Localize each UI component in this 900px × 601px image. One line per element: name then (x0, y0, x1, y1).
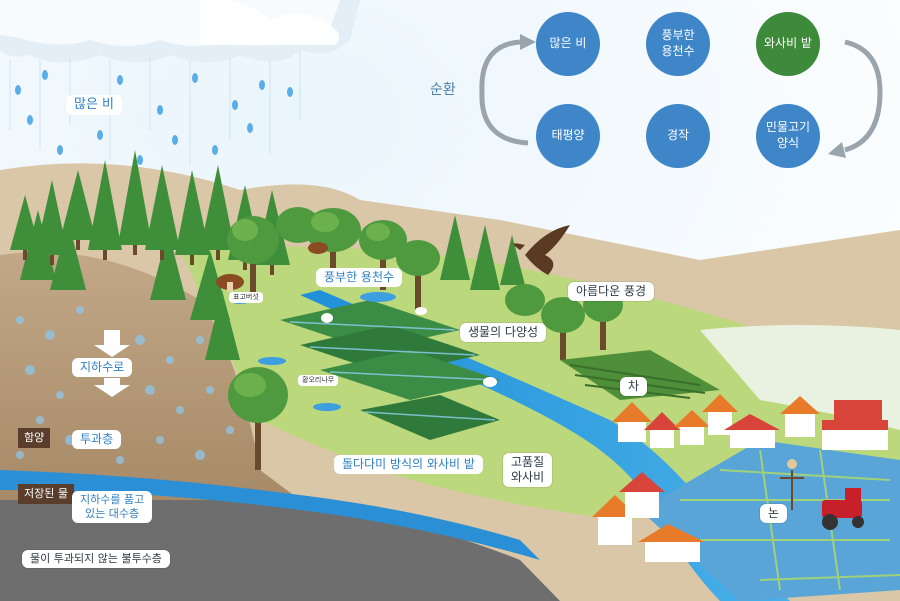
label-stored-water: 저장된 물 (18, 484, 74, 504)
cycle-arrowheads (520, 34, 846, 158)
cycle-node-spring: 풍부한 용천수 (646, 12, 710, 76)
label-heavy-rain: 많은 비 (66, 95, 123, 116)
deciduous-trees (227, 207, 623, 470)
label-tea: 차 (620, 377, 648, 396)
cycle-node-pacific: 태평양 (536, 104, 600, 168)
label-biodiversity: 생물의 다양성 (460, 323, 547, 342)
rain-drops (15, 70, 293, 165)
house-icon (592, 394, 888, 562)
label-impermeable: 물이 투과되지 않는 불투수층 (22, 550, 170, 568)
cycle-node-farming: 경작 (646, 104, 710, 168)
rain-cloud-icon (0, 0, 360, 63)
cycle-title: 순환 (430, 82, 456, 98)
label-recharge: 함양 (18, 428, 51, 448)
label-mushroom: 표고버섯 (229, 292, 263, 303)
mushroom-icon (216, 242, 328, 292)
wasabi-terraces (280, 300, 500, 440)
scarecrow-icon (780, 459, 804, 510)
label-wood: 황오리나무 (298, 375, 339, 386)
cycle-node-fish: 민물고기 양식 (756, 104, 820, 168)
label-permeation: 투과층 (72, 430, 122, 449)
down-arrow-icon (94, 330, 130, 397)
label-spring-water: 풍부한 용천수 (316, 268, 403, 287)
tractor-icon (822, 488, 864, 530)
label-beautiful-scenery: 아름다운 풍경 (568, 282, 655, 301)
white-birds (321, 307, 497, 387)
cycle-node-rain: 많은 비 (536, 12, 600, 76)
label-rice-field: 논 (760, 504, 788, 523)
eagle-icon (513, 225, 570, 275)
label-terraced-wasabi: 돌다다미 방식의 와사비 밭 (334, 455, 483, 474)
cycle-node-wasabi: 와사비 밭 (756, 12, 820, 76)
cycle-arrow-icon (479, 39, 883, 153)
bedrock-layer (0, 500, 560, 601)
label-groundwater: 지하수로 (72, 358, 133, 377)
label-quality-wasabi: 고품질 와사비 (503, 453, 553, 487)
label-aquifer: 지하수를 품고 있는 대수층 (72, 491, 153, 523)
conifer-forest (10, 150, 525, 360)
